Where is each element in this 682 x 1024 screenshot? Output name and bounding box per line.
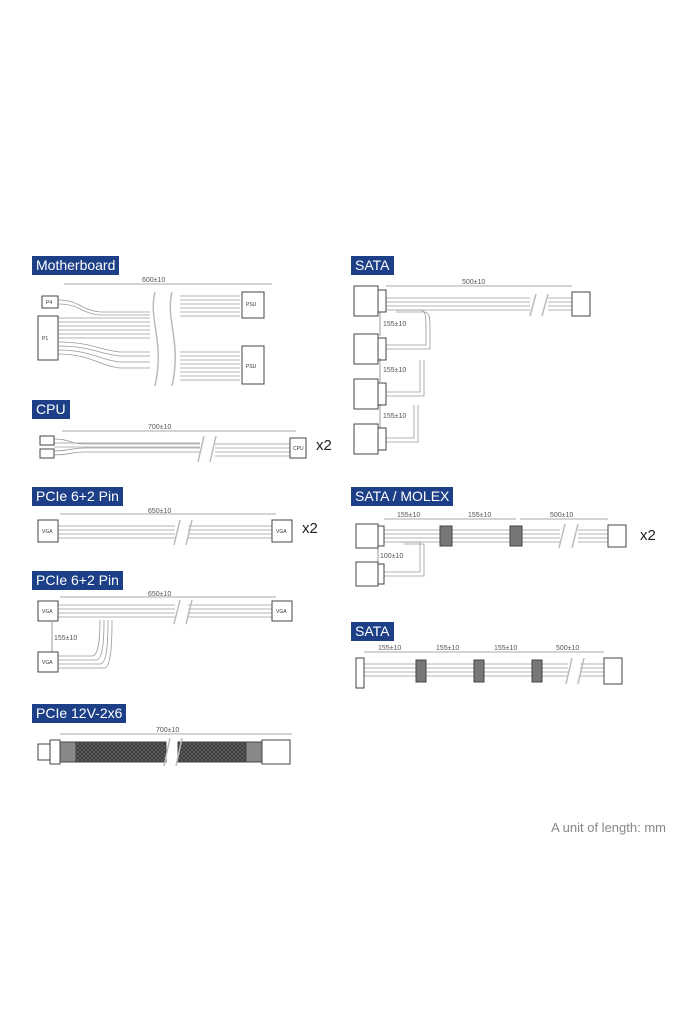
pcie-6-2-label-1: PCIe 6+2 Pin (32, 487, 123, 506)
sata1-connectors (353, 285, 591, 455)
psu-connector-upper (241, 291, 265, 319)
motherboard-dim: 600±10 (142, 277, 165, 284)
pcie1-vga-label: VGA (42, 529, 53, 535)
pcie2-psu-label: VGA (276, 609, 287, 615)
sata2-dim-2: 155±10 (436, 645, 459, 652)
pcie2-vga-connector-top (37, 600, 59, 622)
pcie1-cable (58, 513, 276, 546)
sata2-connectors (355, 657, 623, 689)
pcie-6-2-label-2: PCIe 6+2 Pin (32, 571, 123, 590)
p1-connector (37, 315, 59, 361)
pcie1-dim: 650±10 (148, 508, 171, 515)
satamolex-dim-2: 155±10 (468, 512, 491, 519)
pcie1-vga-connector (37, 519, 59, 543)
pcie2-dim-branch: 155±10 (54, 635, 77, 642)
pcie12v-dim: 700±10 (156, 727, 179, 734)
sata1-dim-branch-2: 155±10 (383, 367, 406, 374)
sata-molex-label: SATA / MOLEX (351, 487, 454, 506)
sata1-dim-main: 500±10 (462, 279, 485, 286)
unit-note: A unit of length: mm (551, 820, 666, 835)
motherboard-label: Motherboard (32, 256, 120, 275)
motherboard-cable (57, 283, 272, 387)
pcie2-cable (51, 596, 276, 669)
p4-connector (41, 295, 59, 309)
sata2-dim-1: 155±10 (378, 645, 401, 652)
psu-label-2: PSU (246, 364, 257, 370)
satamolex-multiplier: x2 (640, 527, 656, 544)
satamolex-dim-1: 155±10 (397, 512, 420, 519)
satamolex-connectors (355, 523, 627, 587)
sata1-cable (379, 285, 572, 443)
p1-label: P1 (42, 336, 48, 342)
cpu-conn-label: CPU (293, 446, 304, 452)
cpu-cable (53, 430, 296, 463)
pcie1-psu-connector (271, 519, 293, 543)
cpu-connector-a (39, 435, 55, 446)
satamolex-dim-3: 500±10 (550, 512, 573, 519)
satamolex-cable (377, 518, 608, 577)
sata-label-1: SATA (351, 256, 394, 275)
pcie1-multiplier: x2 (302, 520, 318, 537)
cpu-multiplier: x2 (316, 437, 332, 454)
pcie-12v-label: PCIe 12V-2x6 (32, 704, 127, 723)
sata2-cable (364, 651, 604, 685)
satamolex-dim-branch: 100±10 (380, 553, 403, 560)
sata-label-2: SATA (351, 622, 394, 641)
pcie2-vga-connector-bottom (37, 651, 59, 673)
cpu-connector-b (39, 448, 55, 459)
pcie2-dim-main: 650±10 (148, 591, 171, 598)
sata1-dim-branch-3: 155±10 (383, 413, 406, 420)
p4-label: P4 (46, 300, 52, 306)
sata2-dim-3: 155±10 (494, 645, 517, 652)
sata2-dim-4: 500±10 (556, 645, 579, 652)
psu-label-1: PSU (246, 302, 257, 308)
pcie2-vga-label-1: VGA (42, 609, 53, 615)
pcie2-psu-connector (271, 600, 293, 622)
sata1-dim-branch-1: 155±10 (383, 321, 406, 328)
psu-connector-lower (241, 345, 265, 385)
pcie1-psu-label: VGA (276, 529, 287, 535)
pcie12v-cable (37, 733, 292, 767)
pcie2-vga-label-2: VGA (42, 660, 53, 666)
cpu-psu-connector (289, 437, 307, 459)
cpu-dim: 700±10 (148, 424, 171, 431)
cpu-label: CPU (32, 400, 70, 419)
